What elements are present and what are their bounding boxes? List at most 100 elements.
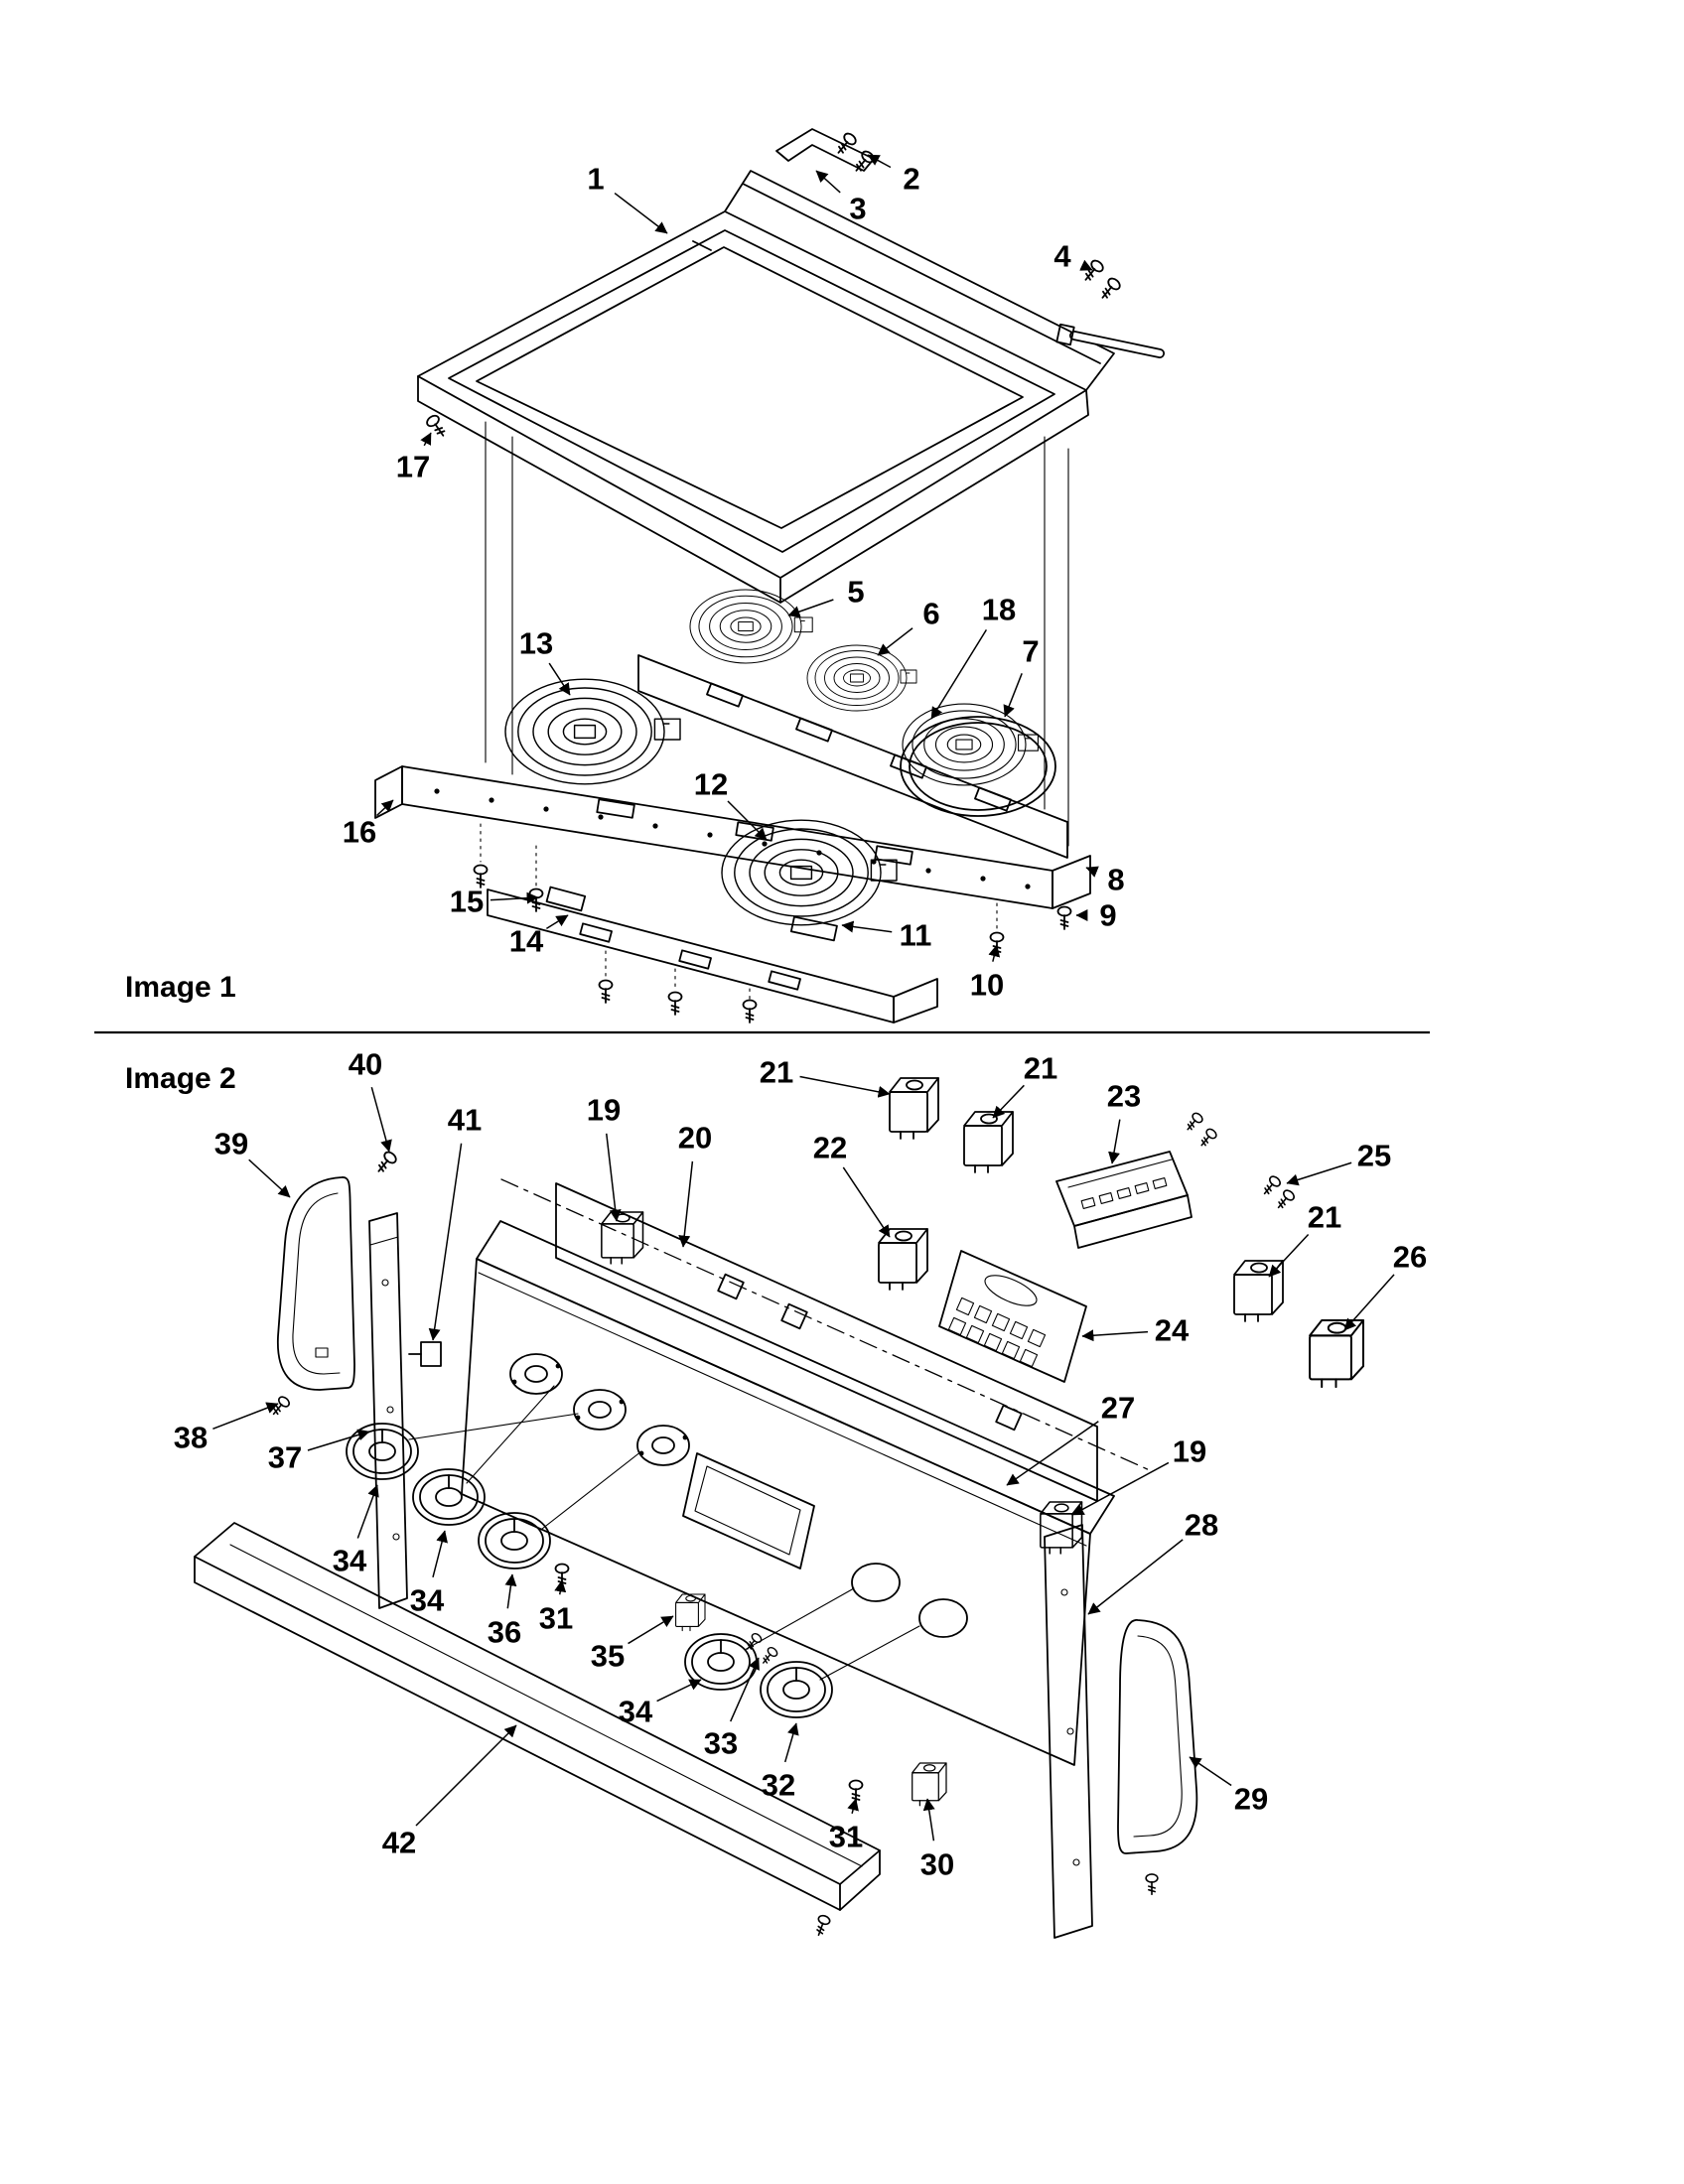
callout-12: 12 [694, 767, 768, 841]
callout-leader-line [1108, 1119, 1121, 1164]
callout-leader-line [988, 944, 1001, 962]
callout-leader-line [546, 914, 569, 930]
burner-element-5 [689, 589, 813, 664]
callout-4: 4 [1053, 239, 1093, 274]
callout-number: 7 [1022, 634, 1039, 669]
callout-leader-line [428, 1143, 463, 1341]
image1-drawing [374, 128, 1165, 1024]
callout-number: 36 [488, 1615, 521, 1650]
switch-35 [675, 1593, 706, 1632]
callout-35: 35 [591, 1615, 674, 1674]
callout-32: 32 [762, 1722, 799, 1803]
callout-number: 14 [509, 924, 544, 959]
callout-number: 15 [450, 885, 484, 919]
trim-screw [812, 1913, 832, 1939]
screw-17 [424, 412, 450, 441]
callout-leader-line [730, 1657, 760, 1722]
callout-leader-line [1079, 259, 1093, 271]
screw-40 [372, 1149, 399, 1176]
callout-number: 17 [396, 450, 430, 484]
callout-number: 13 [519, 626, 553, 661]
callout-leader-line [787, 599, 834, 617]
callout-number: 4 [1053, 239, 1071, 274]
callout-leader-line [842, 1166, 891, 1238]
callout-number: 35 [591, 1639, 625, 1674]
callout-41: 41 [428, 1103, 482, 1341]
callout-14: 14 [509, 914, 569, 959]
callout-number: 38 [174, 1421, 208, 1455]
image1-label: Image 1 [125, 971, 236, 1004]
callout-19: 19 [1071, 1434, 1206, 1516]
callout-37: 37 [268, 1429, 370, 1475]
callout-leader-line [799, 1075, 891, 1098]
mounting-clip-15 [545, 886, 587, 912]
callout-leader-line [867, 154, 892, 169]
callout-number: 3 [849, 192, 866, 226]
hinge-clip [775, 128, 877, 176]
callout-8: 8 [1085, 863, 1125, 897]
image2-label: Image 2 [125, 1062, 236, 1095]
callout-leader-line [1081, 1329, 1149, 1342]
callout-number: 2 [903, 162, 919, 197]
callout-7: 7 [1003, 634, 1040, 718]
knob-boss [509, 1353, 563, 1395]
callout-18: 18 [930, 593, 1016, 720]
callout-36: 36 [488, 1573, 521, 1650]
callout-number: 31 [539, 1601, 573, 1636]
callout-number: 21 [1024, 1051, 1057, 1086]
callout-number: 11 [900, 918, 932, 953]
callout-31: 31 [829, 1798, 863, 1854]
burner-element-13 [504, 678, 681, 785]
callout-26: 26 [1343, 1240, 1427, 1331]
oven-light-switch-19 [601, 1211, 644, 1265]
trim-ring-18 [900, 716, 1056, 817]
screw-33 [759, 1645, 780, 1668]
image2-drawing [194, 1077, 1364, 1939]
clip-screw [832, 130, 859, 158]
callout-29: 29 [1189, 1756, 1268, 1817]
callout-leader-line [992, 1084, 1025, 1119]
callout-number: 41 [448, 1103, 482, 1138]
callout-21: 21 [992, 1051, 1057, 1119]
callout-number: 27 [1101, 1391, 1135, 1426]
infinite-switch-26 [1309, 1319, 1364, 1389]
callout-9: 9 [1075, 898, 1117, 933]
callout-number: 37 [268, 1440, 302, 1475]
callout-38: 38 [174, 1402, 279, 1455]
bracket-screws [473, 823, 1072, 1024]
callout-leader-line [375, 799, 394, 817]
callout-leader-line [930, 629, 988, 720]
callout-leader-line [847, 1798, 859, 1814]
callout-10: 10 [970, 944, 1004, 1003]
switch-30 [912, 1762, 947, 1807]
burner-element-6 [806, 644, 917, 712]
infinite-switch-22 [878, 1228, 928, 1291]
callout-20: 20 [678, 1121, 712, 1248]
callout-34: 34 [410, 1530, 448, 1618]
screw-10 [989, 931, 1005, 956]
callout-3: 3 [815, 170, 867, 226]
callout-30: 30 [920, 1798, 954, 1882]
callout-34: 34 [619, 1679, 702, 1729]
right-end-cap-28 [1044, 1524, 1093, 1939]
callout-leader-line [554, 1579, 567, 1595]
callout-1: 1 [587, 162, 668, 234]
callout-leader-line [1085, 866, 1099, 878]
callout-number: 30 [920, 1847, 954, 1882]
callout-22: 22 [813, 1131, 891, 1238]
left-side-panel-37 [368, 1212, 408, 1609]
callout-25: 25 [1286, 1139, 1391, 1186]
callout-13: 13 [519, 626, 571, 696]
callout-leader-line [922, 1798, 935, 1842]
cooktop-main-top [417, 170, 1115, 604]
callout-number: 24 [1155, 1313, 1190, 1348]
callout-leader-line [783, 1722, 799, 1763]
callout-leader-line [432, 1530, 448, 1577]
callout-6: 6 [877, 597, 940, 656]
callout-leader-line [490, 891, 539, 904]
callout-leader-line [1343, 1274, 1395, 1331]
callout-leader-line [248, 1159, 291, 1198]
infinite-switch-21 [963, 1111, 1014, 1173]
board-screw [1196, 1126, 1219, 1151]
